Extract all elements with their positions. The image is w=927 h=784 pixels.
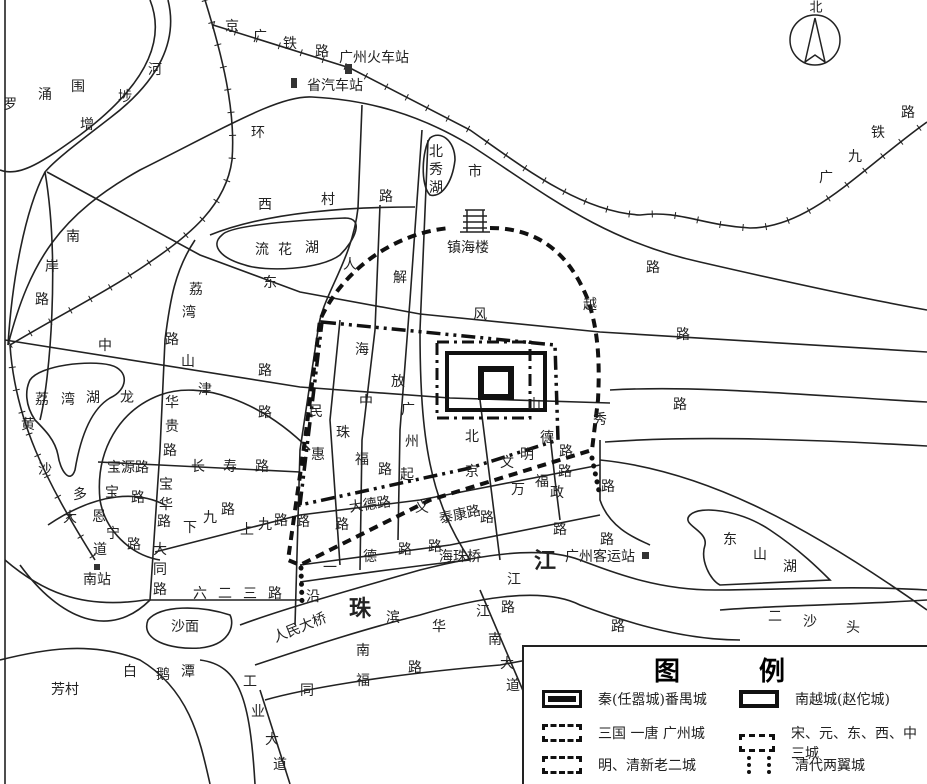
label-road-east-1: 路 bbox=[600, 532, 614, 548]
label-ershatou: 二沙头 bbox=[768, 609, 860, 636]
label-yanjiang-road: 沿 bbox=[306, 589, 320, 605]
south-station-marker bbox=[94, 564, 100, 570]
label-beixiu-lake: 北秀湖 bbox=[429, 144, 443, 196]
shamian-island bbox=[145, 607, 233, 650]
label-changshou-road: 长寿路 bbox=[191, 458, 269, 475]
ming-wall-symbol bbox=[542, 756, 582, 774]
label-duobao-road: 多宝路 bbox=[73, 485, 145, 506]
label-provincial-bus-station: 省汽车站 bbox=[307, 77, 363, 94]
zhenhai-tower-icon bbox=[460, 209, 490, 233]
bus-station-marker bbox=[291, 78, 297, 88]
label-datong-road: 大同路 bbox=[153, 542, 167, 598]
legend-item-qin: 秦(任嚣城)番禺城 bbox=[542, 689, 707, 709]
legend-label: 南越城(赵佗城) bbox=[795, 692, 890, 708]
label-taikang-road: 泰康路 bbox=[438, 502, 483, 527]
zengbu-river-banks bbox=[0, 0, 172, 346]
label-guangzhou-passenger-station: 广州客运站 bbox=[565, 548, 635, 565]
label-renmin-road: 人民路 bbox=[296, 257, 357, 530]
label-people-bridge: 人民大桥 bbox=[271, 610, 329, 646]
legend-label: 清代两翼城 bbox=[795, 758, 865, 774]
label-dade-road: 大德路 bbox=[348, 494, 392, 516]
label-jingguang-railway: 京广铁路 bbox=[225, 19, 329, 60]
legend-label: 明、清新老二城 bbox=[598, 758, 696, 774]
label-gongye-avenue: 工业大道 bbox=[243, 674, 287, 773]
label-baietan: 白鹅潭 bbox=[123, 663, 195, 683]
label-shamian: 沙面 bbox=[171, 619, 199, 635]
legend-label: 宋、元、东、西、中三城 bbox=[791, 726, 918, 762]
dongshan-lake-shape bbox=[687, 509, 832, 586]
liwan-lake-shape bbox=[25, 362, 126, 477]
nanyue-wall bbox=[445, 351, 547, 412]
north-compass: 北 bbox=[789, 1, 841, 66]
legend-item-qing: 清代两翼城 bbox=[739, 755, 865, 775]
ming-qing-wall bbox=[285, 226, 601, 568]
legend-item-song: 宋、元、东、西、中三城 bbox=[739, 723, 927, 763]
legend-item-tang: 三国 一唐 广州城 bbox=[542, 723, 705, 743]
label-nanan-road: 南岸路 bbox=[35, 229, 80, 308]
label-dongshan-lake: 东山湖 bbox=[723, 532, 797, 575]
label-tongfu-road: 同福路 bbox=[300, 660, 422, 699]
label-liwan-road: 荔湾路 bbox=[165, 282, 203, 348]
label-baoyuan-road: 宝源路 bbox=[107, 460, 149, 476]
liuhua-lake-shape bbox=[216, 217, 357, 270]
label-zhenhai-tower: 镇海楼 bbox=[447, 240, 489, 256]
label-guangzhou-railway-station: 广州火车站 bbox=[339, 49, 409, 66]
legend-title-char: 例 bbox=[759, 657, 786, 687]
tang-wall-symbol bbox=[542, 724, 582, 742]
qing-wing-wall-east bbox=[589, 455, 603, 499]
qing-wall-symbol bbox=[747, 756, 771, 774]
passenger-station-marker bbox=[642, 552, 649, 559]
lakes bbox=[25, 134, 832, 586]
label-zengbu-river: 增埗河 bbox=[80, 62, 162, 133]
north-label: 北 bbox=[809, 1, 822, 16]
label-huagui-road: 华贵路 bbox=[163, 395, 179, 459]
nanyue-wall-symbol bbox=[739, 690, 779, 708]
tang-wall bbox=[435, 340, 532, 420]
label-liwan-lake: 荔湾湖 bbox=[35, 390, 100, 408]
song-wall-symbol bbox=[739, 734, 776, 752]
legend-label: 三国 一唐 广州城 bbox=[598, 726, 705, 742]
legend-title-char: 图 bbox=[654, 657, 681, 687]
label-road-east-2: 路 bbox=[611, 619, 625, 635]
label-huangsha-avenue: 黄沙大道 bbox=[21, 416, 107, 558]
legend: 图 例 秦(任嚣城)番禺城 南越城(赵佗城) 三国 一唐 广州城 宋、元、东、西… bbox=[522, 645, 927, 784]
label-huifu-road: 惠福路 bbox=[311, 447, 392, 478]
beixiu-lake-shape bbox=[422, 134, 456, 197]
label-nanhua-road: 南华 bbox=[356, 619, 446, 659]
label-jiangnan-avenue: 江南大道 bbox=[476, 604, 520, 694]
song-yuan-wall bbox=[297, 320, 560, 508]
qin-wall-symbol bbox=[542, 690, 582, 708]
road-network bbox=[4, 96, 927, 626]
label-baohua-road: 宝华路 bbox=[157, 477, 173, 530]
jingguang-railway-line bbox=[6, 0, 927, 562]
legend-label: 秦(任嚣城)番禺城 bbox=[598, 692, 707, 708]
label-longjin-road: 龙津路 bbox=[120, 382, 272, 421]
label-xicun-road: 西村路 bbox=[258, 189, 393, 213]
label-haizhu-bridge: 海珠桥 bbox=[439, 549, 481, 565]
legend-item-nanyue: 南越城(赵佗城) bbox=[739, 689, 890, 709]
railway-station-marker bbox=[345, 64, 352, 74]
pearl-river-banks bbox=[0, 551, 927, 784]
label-guangjiu-railway: 广九铁路 bbox=[819, 105, 915, 186]
qing-wing-wall-west bbox=[298, 565, 305, 605]
label-qiyi-road: 广州起义路 bbox=[400, 402, 442, 555]
label-south-station: 南站 bbox=[83, 572, 111, 588]
qin-wall bbox=[478, 366, 514, 400]
label-shangjiu-road: 上九路 bbox=[240, 513, 288, 538]
label-liuhua-lake: 流花湖 bbox=[255, 240, 319, 258]
label-fangcun: 芳村 bbox=[51, 681, 79, 698]
label-luochongwei: 罗涌围 bbox=[3, 79, 85, 113]
legend-item-ming: 明、清新老二城 bbox=[542, 755, 696, 775]
label-xiajiu-road: 下九路 bbox=[183, 502, 235, 536]
